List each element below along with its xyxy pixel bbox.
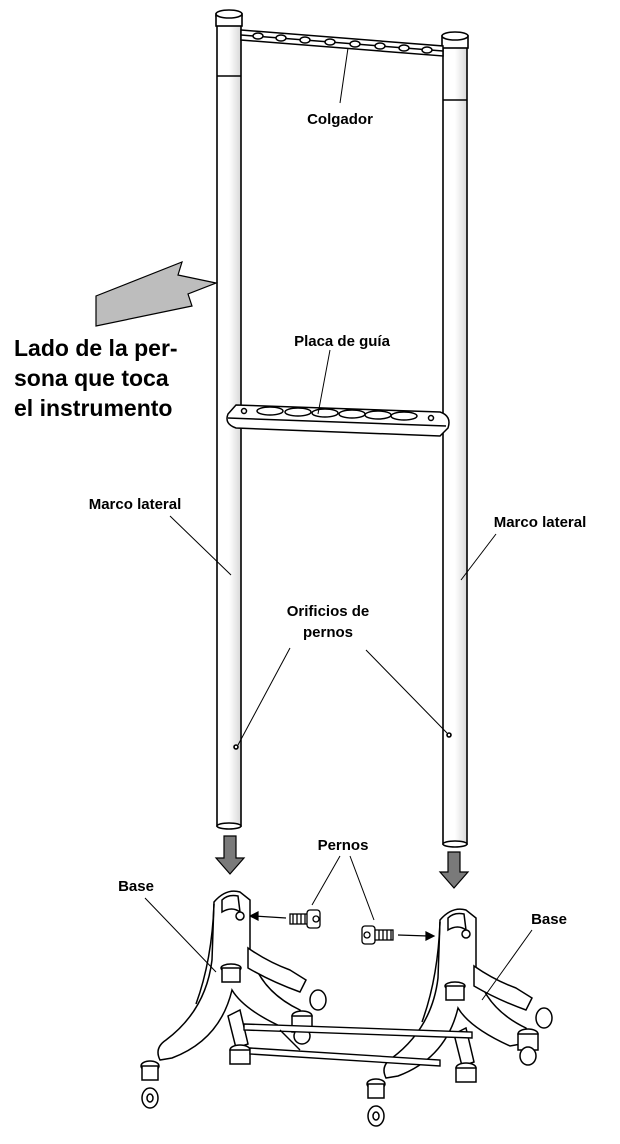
side-frame-right xyxy=(441,31,469,848)
base-connecting-bars xyxy=(243,1023,473,1067)
guide-plate-leader-line xyxy=(317,349,331,415)
bolt-arrows xyxy=(248,911,436,941)
player-side-arrow xyxy=(95,260,219,327)
label-hanger: Colgador xyxy=(307,111,373,128)
label-bolts: Pernos xyxy=(318,837,369,854)
label-base-right: Base xyxy=(531,911,567,928)
label-guide-plate: Placa de guía xyxy=(294,333,391,350)
label-player-side-3: el instrumento xyxy=(14,395,172,421)
side-frame-left-leader xyxy=(169,515,232,576)
base-right-leader xyxy=(481,929,533,1001)
side-frame-right-leader xyxy=(460,533,497,581)
bolts-leader-right xyxy=(349,855,375,921)
hanger-bar xyxy=(240,29,444,57)
label-side-frame-right: Marco lateral xyxy=(494,514,587,531)
bolt-hole-left-leader xyxy=(237,647,291,746)
bolts-leader-left xyxy=(311,855,341,906)
bolt-hole-right-leader xyxy=(365,649,448,734)
base-left xyxy=(140,890,327,1109)
bolt-right xyxy=(361,925,394,945)
label-player-side-2: sona que toca xyxy=(14,365,169,391)
down-arrow-right xyxy=(438,851,470,889)
label-player-side-1: Lado de la per- xyxy=(14,335,178,361)
bolt-left xyxy=(289,909,321,929)
label-side-frame-left: Marco lateral xyxy=(89,496,182,513)
guide-plate xyxy=(226,404,450,437)
hanger-leader-line xyxy=(339,47,349,104)
label-bolt-holes-1: Orificios de xyxy=(287,603,370,620)
base-left-leader xyxy=(144,897,217,973)
label-bolt-holes-2: pernos xyxy=(303,624,353,641)
down-arrow-left xyxy=(214,835,246,875)
label-base-left: Base xyxy=(118,878,154,895)
